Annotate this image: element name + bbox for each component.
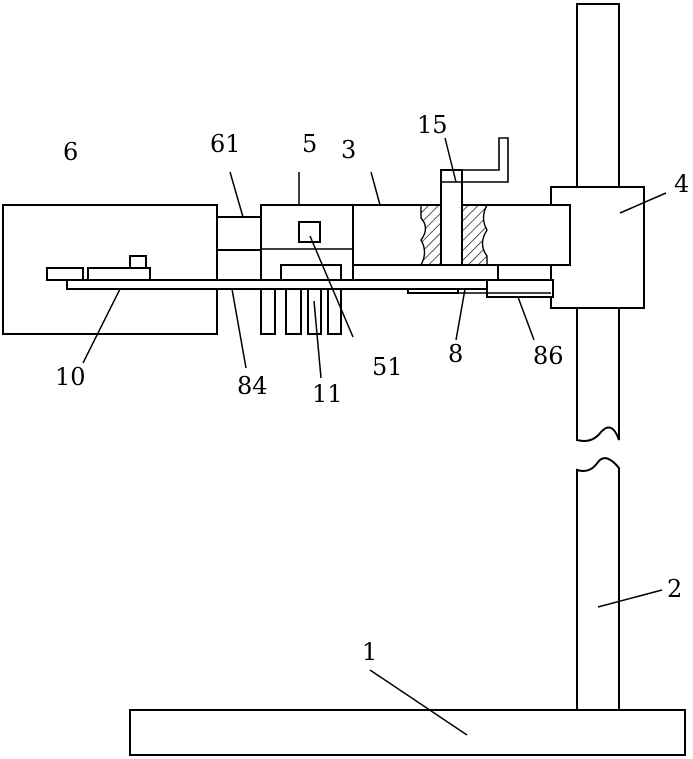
- tooth-4: [328, 289, 341, 334]
- label-84: 84: [237, 372, 268, 400]
- small-plate: [487, 280, 553, 297]
- label-8: 8: [448, 340, 463, 368]
- label-11: 11: [312, 380, 343, 408]
- leader-84: [232, 289, 246, 368]
- label-61: 61: [210, 130, 241, 158]
- tooth-1: [261, 289, 275, 334]
- guide-rail: [67, 280, 487, 289]
- label-5: 5: [302, 130, 317, 158]
- tooth-2: [286, 289, 301, 334]
- small-square: [299, 222, 320, 242]
- connecting-arm: [217, 217, 261, 250]
- label-3: 3: [341, 136, 356, 164]
- column-lower: [577, 458, 619, 710]
- rail-block-c: [281, 265, 341, 280]
- leader-3: [371, 172, 380, 205]
- label-1: 1: [362, 638, 377, 666]
- label-2: 2: [667, 575, 682, 603]
- rail-block-a: [47, 268, 83, 280]
- hatch-right: [462, 205, 487, 265]
- label-86: 86: [533, 342, 564, 370]
- rail-nub: [130, 256, 146, 268]
- arm-lower-block: [217, 250, 261, 280]
- label-10: 10: [55, 363, 86, 391]
- base-plate: [130, 710, 685, 755]
- label-15: 15: [417, 111, 448, 139]
- label-6: 6: [63, 138, 78, 166]
- beam-underside: [353, 265, 498, 280]
- leader-8: [456, 289, 465, 340]
- rail-block-b: [88, 268, 150, 280]
- leader-61: [230, 172, 243, 217]
- label-4: 4: [674, 170, 689, 198]
- label-51: 51: [372, 353, 403, 381]
- leader-86: [518, 297, 534, 340]
- vertical-pin: [441, 170, 462, 280]
